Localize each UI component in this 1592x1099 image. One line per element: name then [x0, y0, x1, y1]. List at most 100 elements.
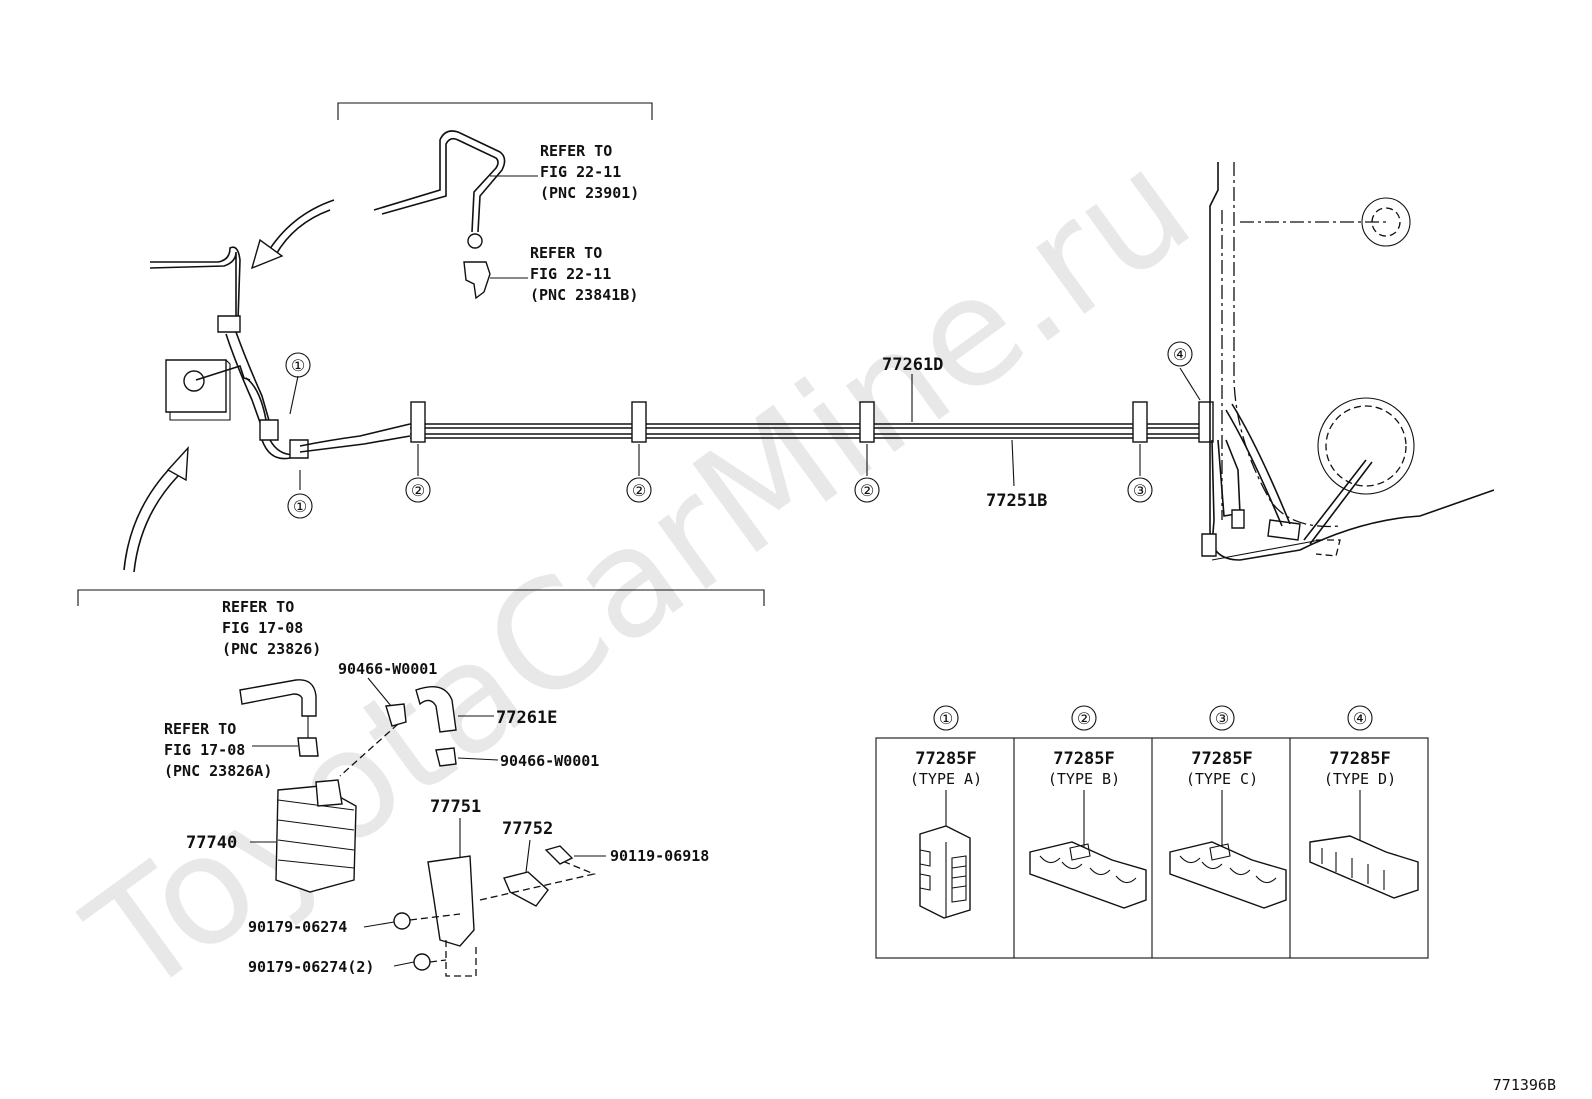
marker-2a-circle — [405, 477, 431, 503]
legend-marker-4-circle — [1347, 705, 1373, 731]
nut-90179-a — [393, 912, 411, 930]
refer-d-line2: FIG 17-08 — [164, 741, 245, 759]
marker-4: ④ — [1173, 345, 1187, 364]
clamp-23826A — [297, 737, 319, 757]
refer-b-line1: REFER TO — [530, 244, 602, 262]
clamp-type-d-illustration — [1309, 835, 1419, 899]
label-90179-a: 90179-06274 — [248, 918, 347, 936]
label-77751: 77751 — [430, 797, 481, 817]
legend-marker-1: ① — [939, 709, 953, 728]
legend-part-3: 77285F — [1191, 749, 1252, 769]
rear-connector-a — [1201, 533, 1217, 557]
label-77752-leader — [525, 839, 531, 873]
legend-type-3: (TYPE C) — [1186, 770, 1258, 788]
marker-3-circle — [1127, 477, 1153, 503]
legend-marker-3-circle — [1209, 705, 1235, 731]
marker-3: ③ — [1133, 481, 1147, 500]
legend-marker-2: ② — [1077, 709, 1091, 728]
clamp-2-b — [631, 401, 647, 443]
upper-fuel-pipe — [373, 130, 506, 233]
nut-90179-b — [413, 953, 431, 971]
label-77251B: 77251B — [986, 491, 1047, 511]
upper-detail-bracket — [337, 102, 653, 120]
bracket-77751-hidden — [445, 940, 477, 977]
hose-bundle — [225, 331, 301, 460]
inlet-pipe — [149, 246, 241, 321]
clamp-2-c — [859, 401, 875, 443]
arrow-head-bottom — [166, 446, 189, 482]
label-77740: 77740 — [186, 833, 237, 853]
clamp-2-a — [410, 401, 426, 443]
label-77251B-leader — [1011, 439, 1015, 487]
marker-2a: ② — [411, 481, 425, 500]
rear-connector-c — [1267, 519, 1301, 541]
body-outline-hidden — [1221, 162, 1341, 528]
clamp-type-a-illustration — [919, 825, 971, 919]
legend-part-2: 77285F — [1053, 749, 1114, 769]
hose-route-hidden — [339, 723, 399, 777]
inlet-pipe-connector — [217, 315, 241, 333]
label-90466-bottom: 90466-W0001 — [500, 752, 599, 770]
marker-1a: ① — [291, 356, 305, 375]
marker-1b: ① — [293, 497, 307, 516]
refer-a-line1: REFER TO — [540, 142, 612, 160]
clamp-3 — [1132, 401, 1148, 443]
legend-part-1: 77285F — [915, 749, 976, 769]
clamp-type-c-illustration — [1169, 841, 1287, 909]
rear-connector-b — [1231, 509, 1245, 529]
arrow-to-detail — [123, 465, 179, 573]
clip-90466-bottom — [435, 747, 457, 767]
legend-marker-2-circle — [1071, 705, 1097, 731]
label-90179-b: 90179-06274(2) — [248, 958, 374, 976]
label-90119: 90119-06918 — [610, 847, 709, 865]
canister-side — [169, 359, 231, 421]
hose-23826 — [239, 679, 317, 717]
bolt-90119 — [544, 845, 574, 865]
lower-detail-bracket — [77, 589, 765, 606]
legend-marker-4: ④ — [1353, 709, 1367, 728]
refer-c-line3: (PNC 23826) — [222, 640, 321, 658]
marker-2b: ② — [632, 481, 646, 500]
hose-77261E — [415, 686, 457, 733]
pipe-end-fitting — [467, 233, 483, 249]
marker-4-leader — [1179, 367, 1201, 401]
clip-90466-top — [385, 703, 407, 727]
watermark: ToyotaCarMine.ru — [58, 118, 1221, 1030]
legend-dividers — [1013, 738, 1291, 958]
legend-type-1: (TYPE A) — [910, 770, 982, 788]
refer-c-line2: FIG 17-08 — [222, 619, 303, 637]
refer-b-line3: (PNC 23841B) — [530, 286, 638, 304]
bracket-77751 — [427, 855, 475, 947]
bracket-77752-hidden — [479, 859, 597, 901]
marker-2b-circle — [626, 477, 652, 503]
figure-id: 771396B — [1493, 1076, 1556, 1094]
pipe-transition — [299, 423, 411, 453]
label-90179-b-leader — [393, 961, 415, 967]
legend-marker-1-circle — [933, 705, 959, 731]
refer-b-line2: FIG 22-11 — [530, 265, 611, 283]
marker-2c-circle — [854, 477, 880, 503]
nut-hidden-lines — [409, 913, 461, 963]
label-77261D: 77261D — [882, 355, 943, 375]
arrow-head-top — [250, 238, 284, 270]
refer-c-line1: REFER TO — [222, 598, 294, 616]
clamp-4 — [1198, 401, 1214, 443]
marker-1b-circle — [287, 493, 313, 519]
canister-ribs — [277, 799, 355, 869]
legend-type-2: (TYPE B) — [1048, 770, 1120, 788]
refer-d-line1: REFER TO — [164, 720, 236, 738]
legend-type-4: (TYPE D) — [1324, 770, 1396, 788]
label-90466-bottom-leader — [457, 757, 499, 761]
clamp-1a-body — [259, 419, 279, 441]
marker-1a-circle — [285, 352, 311, 378]
label-90466-top: 90466-W0001 — [338, 660, 437, 678]
filler-cap-outer — [1361, 197, 1411, 247]
tank-outer — [1317, 397, 1415, 495]
tank-inner — [1325, 405, 1407, 487]
refer-a-line3: (PNC 23901) — [540, 184, 639, 202]
canister-77740 — [275, 785, 357, 893]
label-77752: 77752 — [502, 819, 553, 839]
marker-1a-leader — [289, 375, 299, 415]
marker-2c: ② — [860, 481, 874, 500]
